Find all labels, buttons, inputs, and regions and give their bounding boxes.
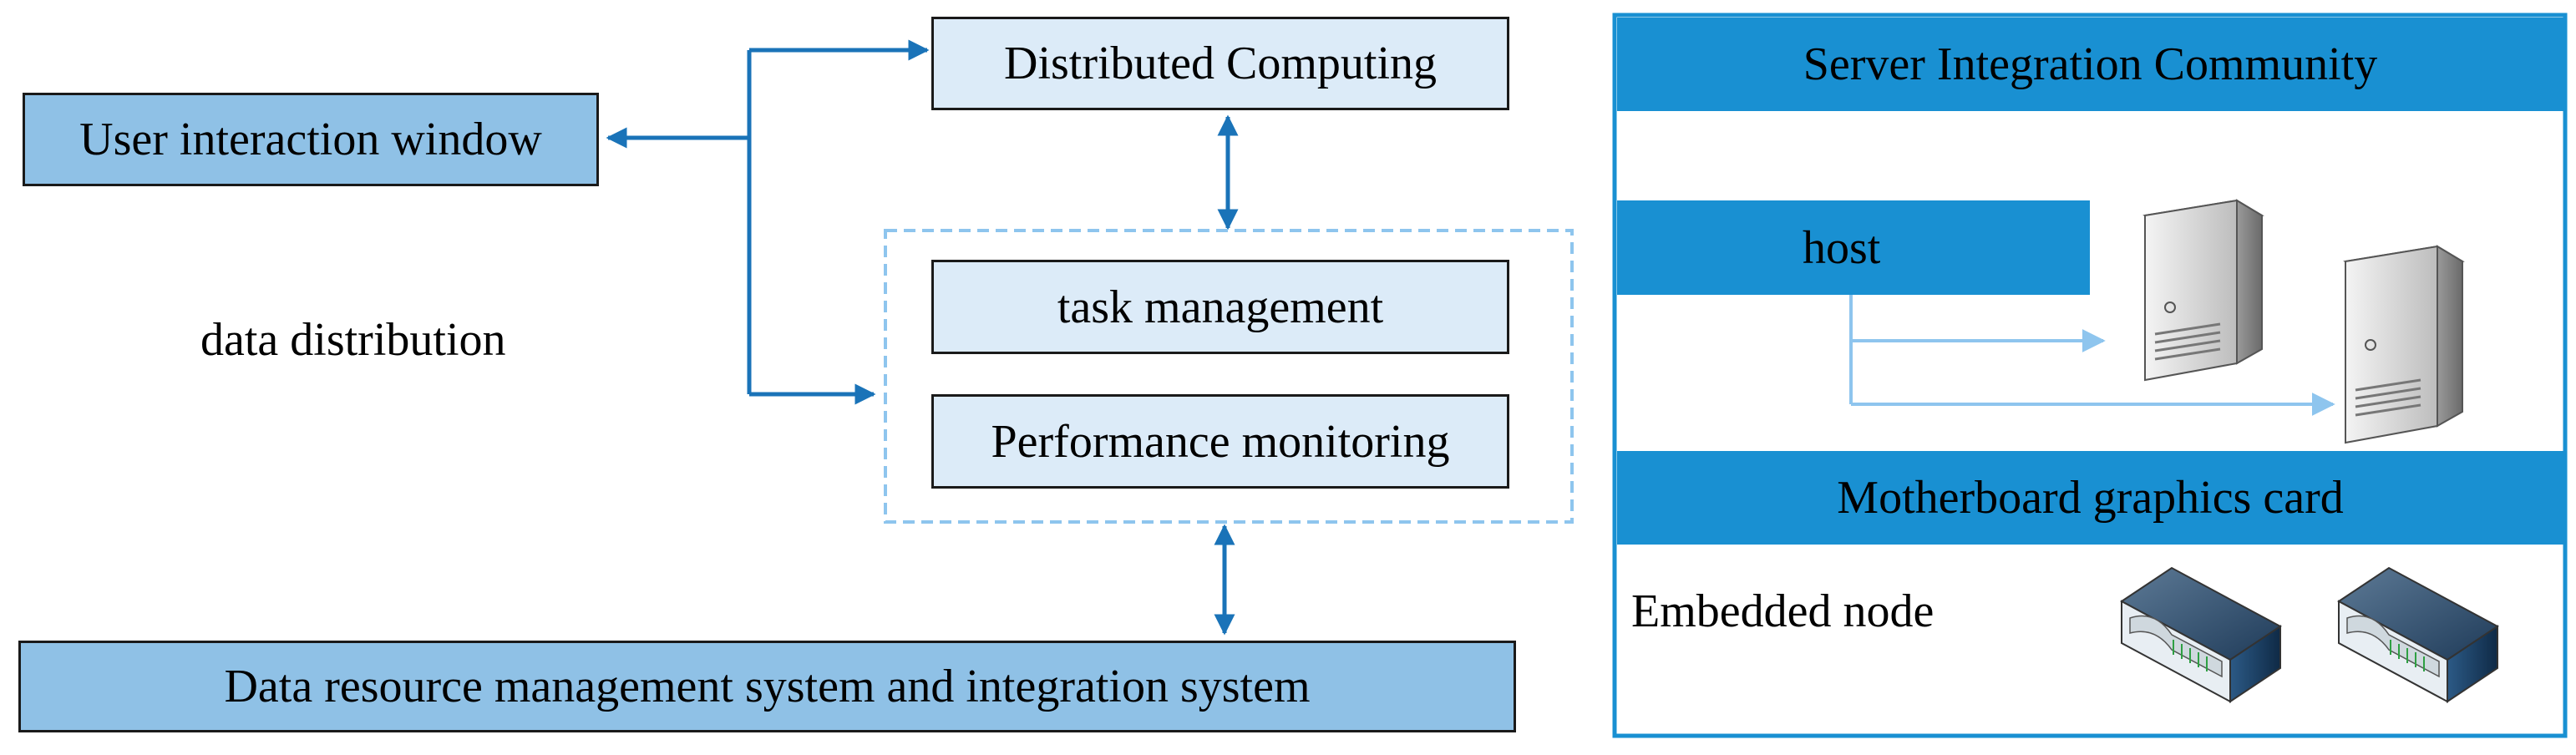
embedded-board-icon [2337, 566, 2499, 703]
user-interaction-window-label: User interaction window [79, 114, 542, 165]
data-resource-management-box: Data resource management system and inte… [18, 641, 1516, 732]
motherboard-graphics-card-band: Motherboard graphics card [1617, 451, 2563, 545]
data-distribution-label: data distribution [200, 314, 506, 366]
task-management-box: task management [931, 260, 1509, 354]
performance-monitoring-label: Performance monitoring [991, 415, 1450, 468]
server-integration-community-header: Server Integration Community [1617, 18, 2563, 111]
embedded-node-label: Embedded node [1631, 585, 1935, 637]
data-resource-management-label: Data resource management system and inte… [224, 661, 1311, 712]
embedded-board-icon [2120, 566, 2282, 703]
motherboard-graphics-card-label: Motherboard graphics card [1837, 472, 2344, 524]
distributed-computing-label: Distributed Computing [1004, 38, 1437, 89]
distributed-computing-box: Distributed Computing [931, 17, 1509, 110]
task-management-label: task management [1057, 281, 1384, 333]
user-interaction-window-box: User interaction window [23, 93, 599, 186]
server-tower-icon [2343, 245, 2465, 444]
performance-monitoring-box: Performance monitoring [931, 394, 1509, 489]
task-group-dashed-border [884, 229, 1574, 524]
server-panel-border [1612, 13, 2568, 738]
server-integration-community-label: Server Integration Community [1803, 38, 2378, 90]
host-label: host [1803, 221, 1881, 274]
host-to-server-lines [1849, 295, 2335, 416]
server-tower-icon [2142, 199, 2264, 382]
host-band: host [1617, 200, 2090, 295]
